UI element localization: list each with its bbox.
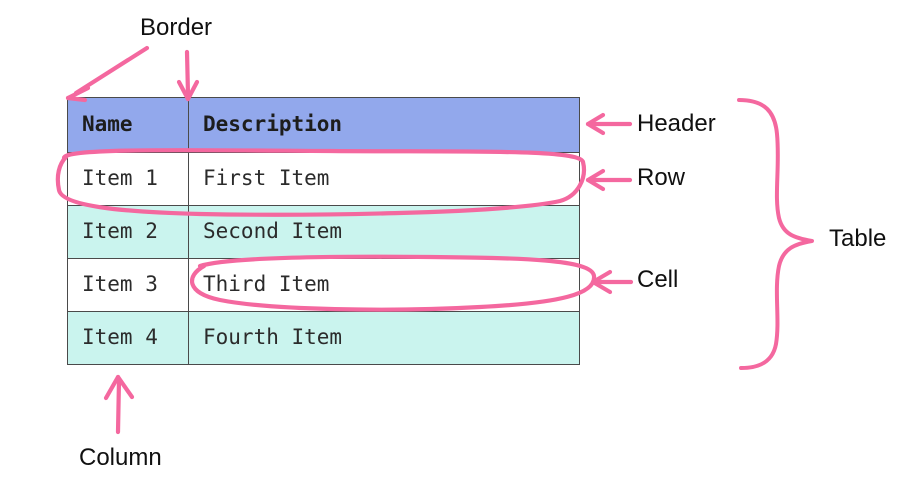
anatomy-table-container: Name Description Item 1 First Item Item … [67,97,580,365]
annotation-label-border: Border [140,14,213,41]
cell-arrow-icon [590,269,634,295]
annotation-label-header: Header [637,110,716,137]
table-row: Item 3 Third Item [67,258,580,312]
cell-description: Fourth Item [188,311,580,365]
border-vertical-arrow-icon [176,49,200,102]
border-diagonal-arrow-icon [65,45,150,103]
column-arrow-icon [103,374,135,435]
table-brace-icon [737,98,814,370]
table-header: Name Description [67,97,580,153]
cell-name: Item 2 [67,205,189,259]
cell-name: Item 1 [67,152,189,206]
table-row: Item 4 Fourth Item [67,311,580,365]
anatomy-table: Name Description Item 1 First Item Item … [67,97,580,365]
cell-description: Third Item [188,258,580,312]
column-header-description: Description [188,97,580,153]
table-row: Item 2 Second Item [67,205,580,259]
cell-name: Item 3 [67,258,189,312]
table-header-row: Name Description [67,97,580,153]
table-body: Item 1 First Item Item 2 Second Item Ite… [67,152,580,365]
table-row: Item 1 First Item [67,152,580,206]
cell-name: Item 4 [67,311,189,365]
header-arrow-icon [585,112,633,136]
annotation-label-row: Row [637,164,686,191]
row-arrow-icon [585,168,633,192]
cell-description: Second Item [188,205,580,259]
column-header-name: Name [67,97,189,153]
cell-description: First Item [188,152,580,206]
annotation-label-cell: Cell [637,266,679,293]
annotation-label-table: Table [829,225,887,252]
annotation-label-column: Column [79,444,162,471]
